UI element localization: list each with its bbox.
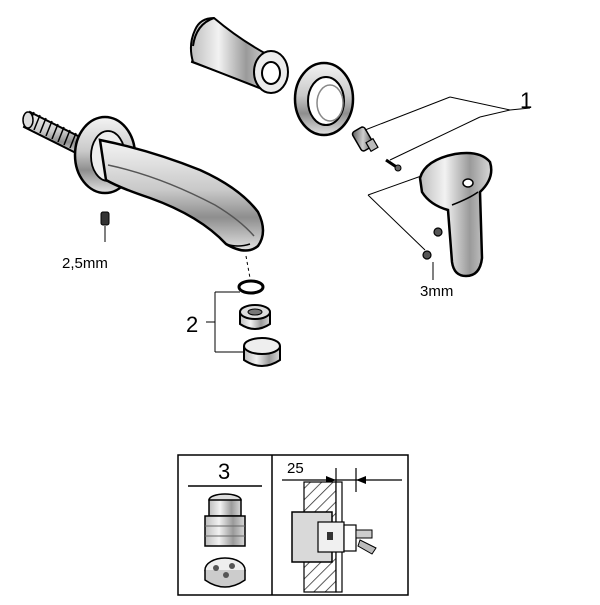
rosette-ring (293, 61, 355, 137)
hex-key-handle-label: 3mm (420, 283, 453, 300)
cartridge-base (204, 557, 246, 588)
aerator-insert (239, 304, 271, 330)
aerator-housing (243, 337, 281, 367)
spout (98, 138, 265, 252)
dimension-arrow-right (356, 476, 366, 484)
part-2-bracket (206, 291, 244, 353)
aerator-washer (237, 279, 265, 295)
hex-key-spout-label: 2,5mm (62, 255, 108, 272)
aerator-axis (245, 255, 251, 279)
part-3-label: 3 (218, 459, 230, 484)
part-2-label: 2 (186, 312, 198, 337)
lever-handle (418, 151, 493, 278)
part-1-leader-lines (364, 96, 531, 251)
cartridge (204, 493, 246, 547)
spout-set-screw (100, 211, 110, 242)
dimension-label: 25 (287, 460, 304, 477)
handle-adapter-nut (351, 126, 379, 153)
handle-set-screw (422, 227, 443, 260)
part-1-label: 1 (520, 88, 532, 113)
extension-sleeve (189, 16, 289, 94)
concealed-body (291, 511, 377, 563)
handle-screw (385, 158, 402, 172)
